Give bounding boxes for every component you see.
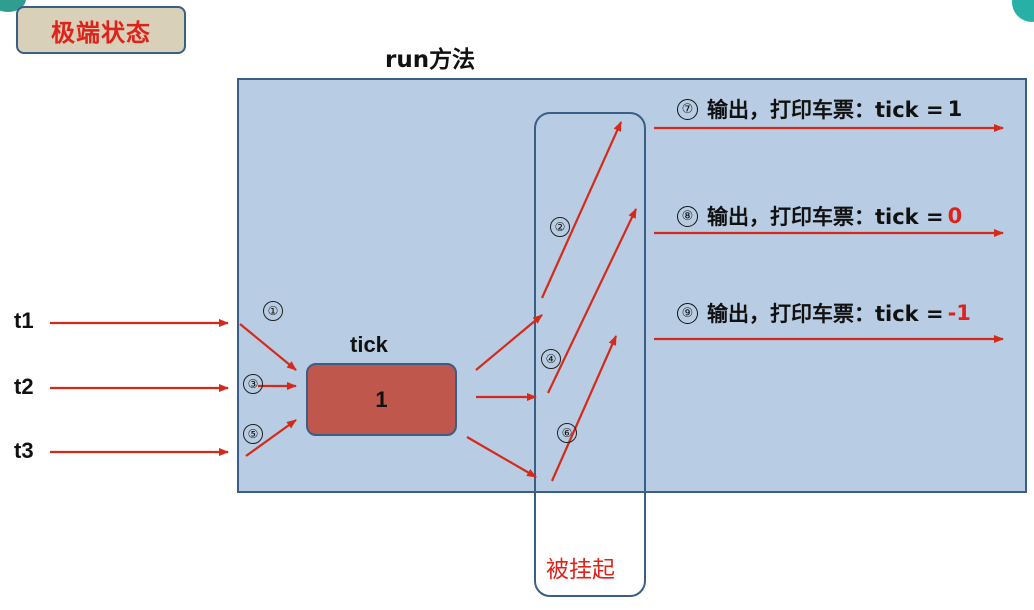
suspended-region xyxy=(534,112,646,597)
arrow-diag-6 xyxy=(550,335,618,482)
tick-variable-label: tick xyxy=(350,332,388,357)
arrow-diag-2 xyxy=(540,121,623,299)
title-text: 极端状态 xyxy=(51,18,151,47)
step-5-marker: ⑤ xyxy=(243,424,263,444)
arrow-diag-4 xyxy=(547,208,637,394)
step-1-marker: ① xyxy=(263,301,283,321)
output-9-number: ⑨ xyxy=(677,302,698,324)
output-9-value: -1 xyxy=(947,301,971,325)
output-line-8: ⑧ 输出，打印车票：tick = 0 xyxy=(677,201,962,231)
arrow-into-tick-1 xyxy=(239,323,297,371)
output-7-value: 1 xyxy=(947,97,963,121)
arrow-into-tick-3 xyxy=(245,419,297,457)
arrow-out-tick-3 xyxy=(466,436,537,478)
suspended-label: 被挂起 xyxy=(546,557,615,583)
output-line-9: ⑨ 输出，打印车票：tick = -1 xyxy=(677,298,971,328)
output-8-number: ⑧ xyxy=(677,205,698,227)
output-7-number: ⑦ xyxy=(677,98,698,120)
run-method-label: run方法 xyxy=(385,47,476,73)
step-4-marker: ④ xyxy=(541,349,561,369)
thread-label-t3: t3 xyxy=(14,438,34,463)
output-8-value: 0 xyxy=(947,204,963,228)
corner-decoration-right xyxy=(1012,0,1034,22)
step-2-marker: ② xyxy=(550,217,570,237)
title-badge: 极端状态 xyxy=(16,6,186,54)
step-6-marker: ⑥ xyxy=(557,423,577,443)
output-line-7: ⑦ 输出，打印车票：tick = 1 xyxy=(677,94,962,124)
output-7-text: 输出，打印车票：tick = xyxy=(707,98,944,122)
thread-label-t2: t2 xyxy=(14,374,34,399)
tick-value: 1 xyxy=(375,386,388,412)
output-9-text: 输出，打印车票：tick = xyxy=(707,302,944,326)
thread-label-t1: t1 xyxy=(14,308,34,333)
step-3-marker: ③ xyxy=(243,374,263,394)
output-8-text: 输出，打印车票：tick = xyxy=(707,205,944,229)
arrow-out-tick-1 xyxy=(475,314,543,371)
tick-value-box: 1 xyxy=(306,363,457,436)
